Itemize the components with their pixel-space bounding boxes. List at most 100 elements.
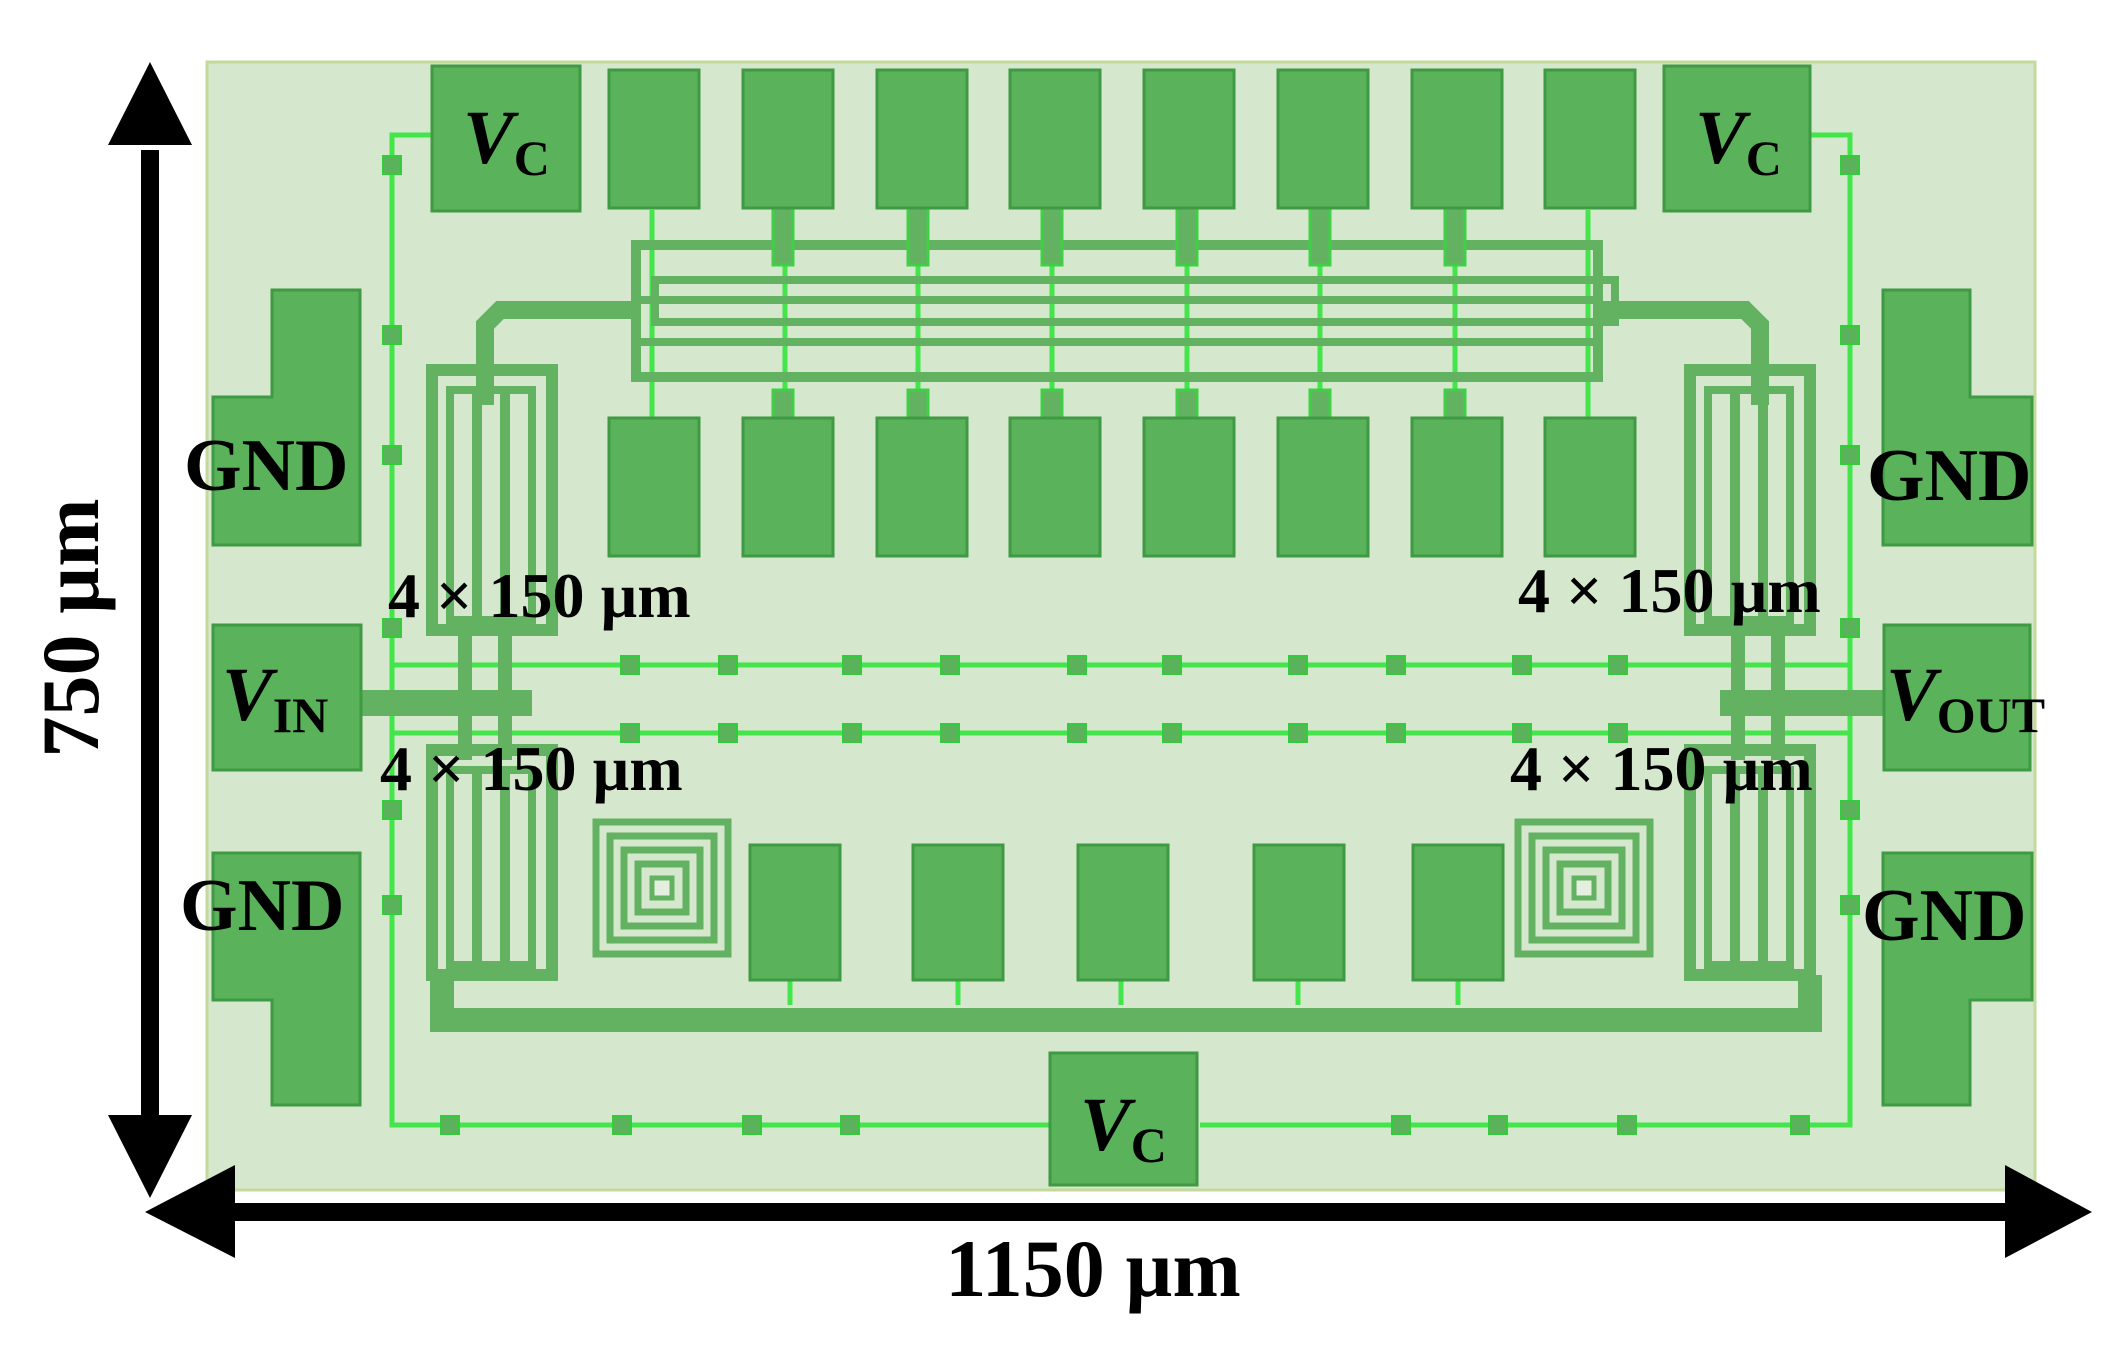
spiral-inductor-left-core xyxy=(649,875,675,901)
vc-label-top-right-subscript: C xyxy=(1746,130,1782,186)
via-pad xyxy=(1488,1115,1508,1135)
vc-pad-top-left xyxy=(430,64,582,213)
top-switch-pad xyxy=(875,68,969,210)
via-pad xyxy=(382,155,402,175)
vc-pad-bottom xyxy=(1048,1051,1199,1187)
gnd-label-bottom-right: GND xyxy=(1862,875,2026,957)
bias-trace-left xyxy=(389,132,445,1128)
spiral-inductor-right xyxy=(1556,860,1612,916)
transistor-size-label-upper-left: 4 × 150 µm xyxy=(388,560,691,631)
height-arrow-head-top xyxy=(108,62,192,145)
spiral-inductor-left xyxy=(606,832,718,944)
vc-label-bottom-prefix: V xyxy=(1080,1083,1136,1167)
middle-switch-pad xyxy=(875,416,969,558)
gnd-label-top-left: GND xyxy=(184,425,348,507)
vc-label-top-right-prefix: V xyxy=(1695,96,1751,180)
via-pad xyxy=(1288,655,1308,675)
transistor-upper-left-frame xyxy=(426,364,558,636)
via-pad xyxy=(1386,655,1406,675)
middle-switch-pad xyxy=(1142,416,1236,558)
via-pad xyxy=(1162,723,1182,743)
spiral-inductor-right xyxy=(1514,818,1654,958)
bottom-switch-pad xyxy=(748,843,842,982)
spiral-inductor-right-core xyxy=(1571,875,1597,901)
top-switch-pad xyxy=(1142,68,1236,210)
via-pad xyxy=(382,800,402,820)
vout-label: VOUT xyxy=(1886,653,2045,743)
transistor-lower-left-frame xyxy=(426,744,558,981)
vout-pad xyxy=(1882,623,2032,772)
via-pad xyxy=(718,655,738,675)
transistor-lower-right-finger xyxy=(1760,766,1794,969)
via-pad xyxy=(1617,1115,1637,1135)
via-pad xyxy=(440,1115,460,1135)
top-switch-pad xyxy=(741,68,835,210)
vc-label-top-left-prefix: V xyxy=(463,96,519,180)
via-pad xyxy=(842,723,862,743)
feed-arm-right xyxy=(1598,301,1769,405)
vc-label-top-right: VC xyxy=(1695,96,1782,186)
transistor-size-label-lower-right: 4 × 150 µm xyxy=(1510,733,1813,804)
width-arrow-head-right xyxy=(2005,1165,2092,1258)
bottom-bus xyxy=(430,975,1822,1032)
spiral-inductor-right xyxy=(1542,846,1626,930)
via-pad xyxy=(1840,155,1860,175)
feed-arm-left xyxy=(476,301,636,405)
vout-label-prefix: V xyxy=(1886,653,1942,737)
via-pad xyxy=(1067,655,1087,675)
via-pad xyxy=(1512,723,1532,743)
via-pad xyxy=(1512,655,1532,675)
transistor-upper-right-frame xyxy=(1684,364,1816,636)
via-pad xyxy=(1840,895,1860,915)
bias-trace-right xyxy=(1800,132,1853,1128)
vin-label: VIN xyxy=(222,653,328,743)
via-pad xyxy=(1391,1115,1411,1135)
via-pad xyxy=(1840,325,1860,345)
via-pad xyxy=(1067,723,1087,743)
via-pad xyxy=(620,723,640,743)
top-switch-pad xyxy=(1410,68,1504,210)
via-pad xyxy=(620,655,640,675)
via-pad xyxy=(1840,445,1860,465)
gnd-label-bottom-left: GND xyxy=(180,865,344,947)
via-pad xyxy=(718,723,738,743)
via-pad xyxy=(1288,723,1308,743)
gnd-pad-bottom-left xyxy=(211,851,362,1107)
height-arrow-head-bottom xyxy=(108,1115,192,1198)
width-dimension-label: 1150 µm xyxy=(945,1223,1241,1314)
transistor-size-label-lower-left: 4 × 150 µm xyxy=(380,733,683,804)
vin-label-prefix: V xyxy=(222,653,278,737)
vout-label-subscript: OUT xyxy=(1937,687,2045,743)
bottom-switch-pad xyxy=(1252,843,1346,982)
vin-label-subscript: IN xyxy=(273,687,329,743)
middle-switch-pad xyxy=(1543,416,1637,558)
vin-pad xyxy=(211,623,363,772)
via-pad xyxy=(1790,1115,1810,1135)
transistor-size-label-upper-right: 4 × 150 µm xyxy=(1518,555,1821,626)
top-switch-pad xyxy=(607,68,701,210)
transistor-upper-left-finger xyxy=(502,386,536,624)
vc-label-bottom-subscript: C xyxy=(1131,1117,1167,1173)
spiral-inductor-right xyxy=(1528,832,1640,944)
width-arrow-head-left xyxy=(145,1165,235,1258)
bottom-switch-pad xyxy=(1076,843,1170,982)
gnd-label-top-right: GND xyxy=(1867,435,2031,517)
middle-switch-pad xyxy=(1276,416,1370,558)
via-pad xyxy=(1840,618,1860,638)
via-pad xyxy=(1840,800,1860,820)
bottom-switch-pad xyxy=(911,843,1005,982)
gnd-pad-bottom-right xyxy=(1881,851,2034,1107)
via-pad xyxy=(742,1115,762,1135)
via-pad xyxy=(1386,723,1406,743)
spiral-inductor-left xyxy=(620,846,704,930)
via-pad xyxy=(382,445,402,465)
vout-feed-line xyxy=(1720,690,1885,716)
vc-label-bottom: VC xyxy=(1080,1083,1167,1173)
transistor-lower-left-finger xyxy=(502,766,536,969)
via-pad xyxy=(840,1115,860,1135)
height-dimension-label: 750 µm xyxy=(25,498,116,757)
via-pad xyxy=(382,895,402,915)
top-switch-pad xyxy=(1543,68,1637,210)
middle-switch-pad xyxy=(607,416,701,558)
middle-switch-pad xyxy=(1410,416,1504,558)
